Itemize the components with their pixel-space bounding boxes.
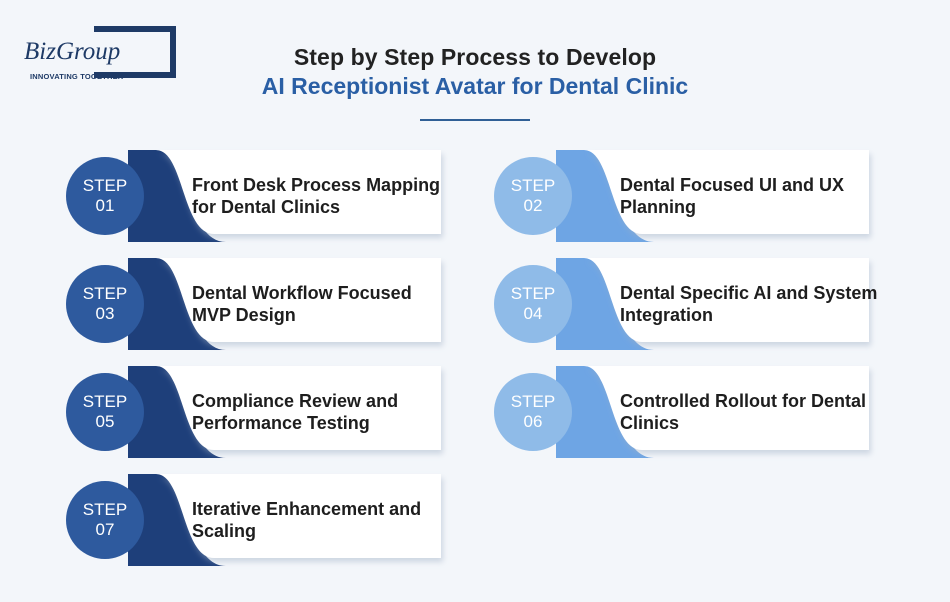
step-card-03: STEP 03 Dental Workflow Focused MVP Desi… (66, 258, 466, 350)
step-card-background (584, 258, 869, 342)
step-label: STEP (82, 392, 128, 411)
step-swoosh (556, 258, 654, 350)
step-card-background (584, 150, 869, 234)
step-title: Dental Focused UI and UX Planning (620, 175, 845, 217)
step-card-01: STEP 01 Front Desk Process Mapping for D… (66, 150, 466, 242)
step-title: Iterative Enhancement and Scaling (192, 499, 422, 541)
step-shape (494, 366, 869, 458)
step-swoosh (128, 258, 226, 350)
step-title: Dental Specific AI and System Integratio… (620, 283, 878, 325)
step-shape (494, 150, 869, 242)
step-badge: STEP 01 (66, 150, 144, 242)
title-underline (420, 119, 530, 121)
step-label: STEP (82, 284, 128, 303)
step-card-05: STEP 05 Compliance Review and Performanc… (66, 366, 466, 458)
step-badge-circle (66, 373, 144, 451)
logo-tagline: INNOVATING TOGETHER (30, 72, 124, 81)
step-swoosh (128, 366, 226, 458)
step-card-04: STEP 04 Dental Specific AI and System In… (494, 258, 894, 350)
step-swoosh (128, 474, 226, 566)
step-shape (66, 150, 441, 242)
step-badge: STEP 04 (494, 258, 572, 350)
step-badge: STEP 06 (494, 366, 572, 458)
step-label: STEP (82, 176, 128, 195)
step-title: Dental Workflow Focused MVP Design (192, 283, 412, 325)
step-card-07: STEP 07 Iterative Enhancement and Scalin… (66, 474, 466, 566)
step-title: Compliance Review and Performance Testin… (192, 391, 399, 433)
page-subtitle: AI Receptionist Avatar for Dental Clinic (261, 73, 689, 99)
step-card-background (584, 366, 869, 450)
page-title: Step by Step Process to Develop (293, 44, 657, 70)
step-shape (66, 474, 441, 566)
bizgroup-logo: BizGroup INNOVATING TOGETHER (24, 24, 176, 86)
step-badge-circle (66, 265, 144, 343)
logo-frame (94, 26, 176, 78)
step-badge-circle (494, 373, 572, 451)
step-card-background (156, 474, 441, 558)
step-label: STEP (82, 500, 128, 519)
step-badge: STEP 02 (494, 150, 572, 242)
step-card-background (156, 258, 441, 342)
step-shape (494, 258, 869, 350)
step-shape (66, 258, 441, 350)
step-swoosh (556, 366, 654, 458)
step-badge: STEP 03 (66, 258, 144, 350)
step-number: 07 (95, 520, 115, 539)
step-label: STEP (510, 284, 556, 303)
step-card-background (156, 366, 441, 450)
step-badge-circle (494, 157, 572, 235)
step-swoosh (556, 150, 654, 242)
step-number: 04 (523, 304, 543, 323)
step-number: 06 (523, 412, 543, 431)
step-title: Controlled Rollout for Dental Clinics (620, 391, 866, 433)
step-badge-circle (66, 481, 144, 559)
step-card-background (156, 150, 441, 234)
step-number: 05 (95, 412, 115, 431)
step-badge: STEP 07 (66, 474, 144, 566)
step-number: 02 (523, 196, 543, 215)
step-swoosh (128, 150, 226, 242)
step-title: Front Desk Process Mapping for Dental Cl… (192, 175, 441, 217)
step-badge-circle (66, 157, 144, 235)
step-shape (66, 366, 441, 458)
step-label: STEP (510, 392, 556, 411)
step-label: STEP (510, 176, 556, 195)
logo-name: BizGroup (24, 38, 121, 65)
step-card-06: STEP 06 Controlled Rollout for Dental Cl… (494, 366, 894, 458)
step-number: 03 (95, 304, 115, 323)
step-card-02: STEP 02 Dental Focused UI and UX Plannin… (494, 150, 894, 242)
step-badge-circle (494, 265, 572, 343)
step-badge: STEP 05 (66, 366, 144, 458)
step-number: 01 (95, 196, 115, 215)
